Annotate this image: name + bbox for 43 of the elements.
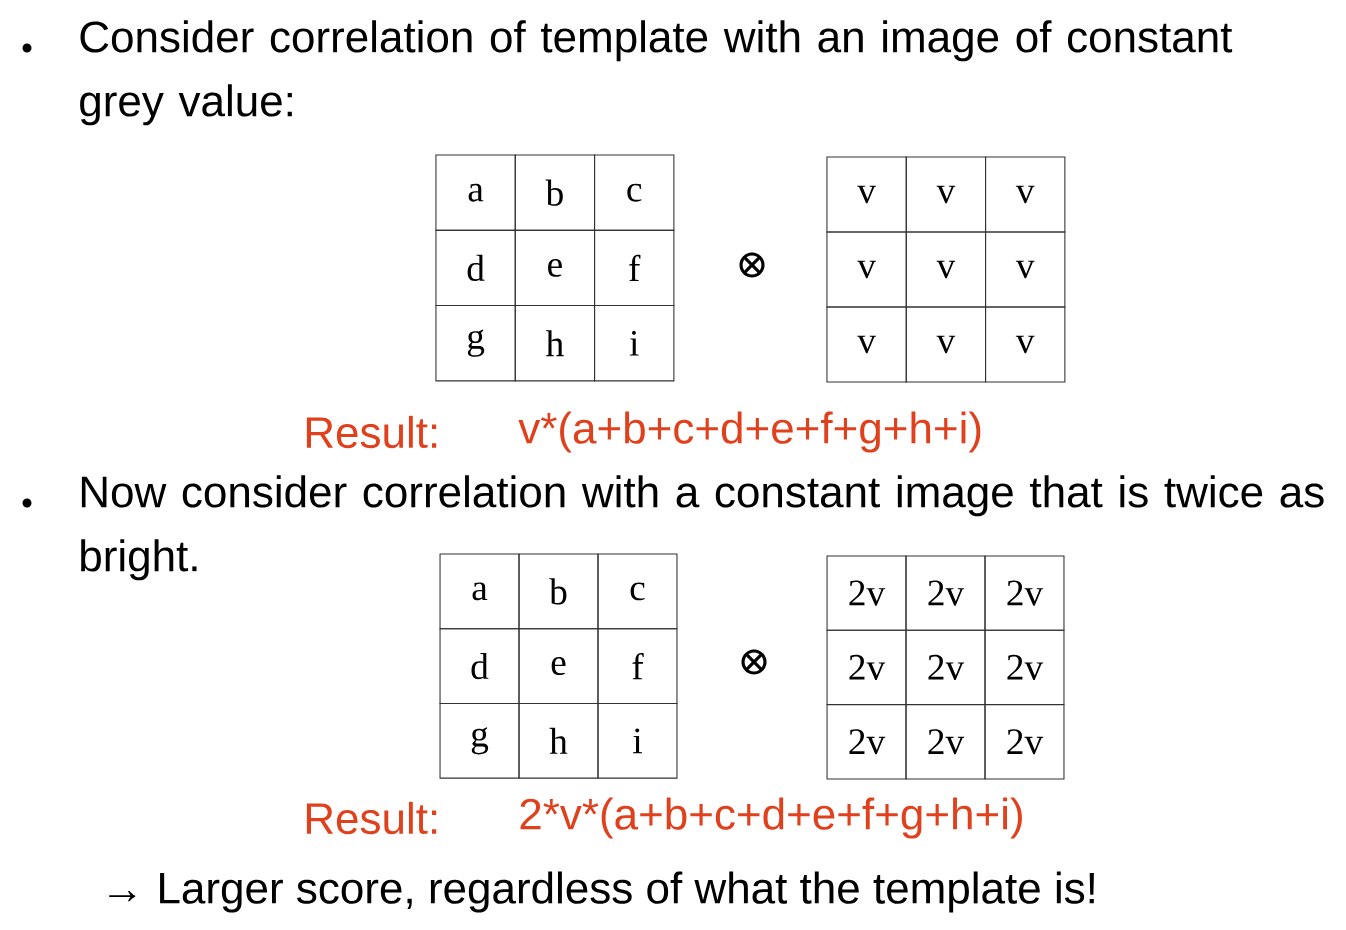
result-formula: v*(a+b+c+d+e+f+g+h+i) — [518, 411, 981, 453]
correlation-symbol: ⊗ — [739, 252, 765, 278]
table-cell: i — [594, 305, 675, 382]
table-cell: c — [594, 154, 675, 231]
table-cell: b — [514, 154, 596, 231]
result-formula: 2*v*(a+b+c+d+e+f+g+h+i) — [520, 797, 1022, 839]
table-cell: d — [439, 628, 520, 704]
table-cell: 2v — [905, 555, 986, 631]
table-cell: c — [597, 553, 678, 630]
table-cell: 2v — [826, 555, 907, 631]
table-cell: v — [905, 156, 987, 233]
table-cell: g — [439, 702, 520, 779]
conclusion-text: → Larger score, regardless of what the template is! — [109, 871, 1094, 913]
table-cell: v — [985, 231, 1066, 308]
table-cell: d — [435, 229, 516, 307]
table-cell: v — [826, 306, 907, 383]
bullet-text: Consider correlation of template with an image of constant grey value: — [80, 20, 1233, 126]
table-cell: v — [905, 306, 987, 383]
table-cell: v — [826, 156, 907, 233]
table-cell: 2v — [826, 629, 907, 706]
table-cell: 2v — [905, 704, 986, 780]
table-cell: f — [597, 628, 678, 704]
table-cell: i — [597, 702, 678, 779]
table-cell: v — [905, 231, 987, 308]
result-label: Result: — [306, 801, 437, 835]
table-cell: 2v — [826, 704, 907, 780]
table-cell: e — [518, 628, 599, 704]
table-cell: h — [514, 305, 596, 382]
result-label: Result: — [306, 415, 437, 449]
table-cell: 2v — [984, 704, 1065, 780]
table-cell: g — [435, 305, 516, 382]
table-cell: 2v — [905, 629, 986, 706]
table-cell: a — [435, 154, 516, 231]
table-cell: v — [826, 231, 907, 308]
table-cell: f — [594, 229, 675, 307]
table-cell: 2v — [984, 629, 1065, 706]
table-cell: 2v — [984, 555, 1065, 631]
table-cell: e — [514, 229, 596, 307]
table-cell: v — [985, 306, 1066, 383]
table-cell: a — [439, 553, 520, 630]
table-cell: h — [518, 702, 599, 779]
correlation-symbol: ⊗ — [741, 649, 767, 675]
table-cell: v — [985, 156, 1066, 233]
